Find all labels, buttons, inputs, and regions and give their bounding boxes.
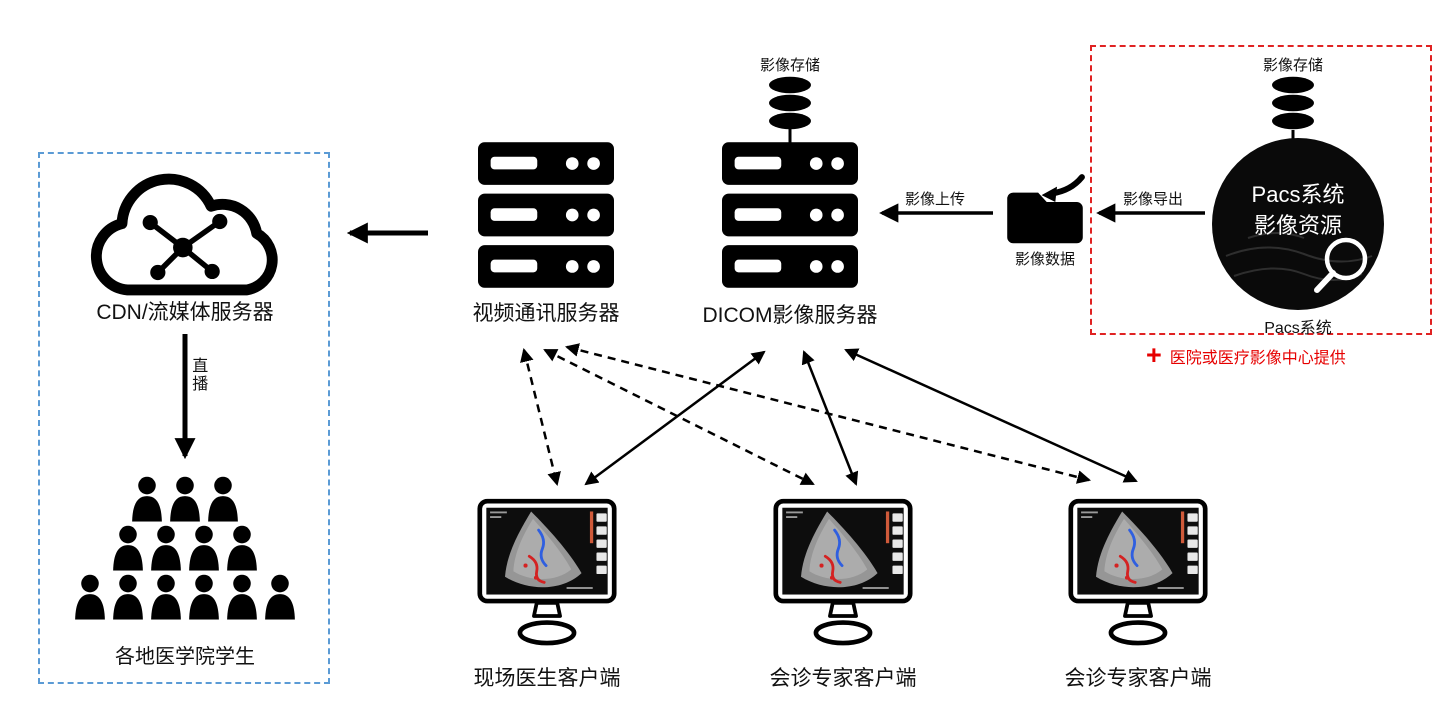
person-icon [130,476,164,522]
person-icon [73,574,107,620]
cdn-server-label: CDN/流媒体服务器 [96,301,274,324]
person-icon [187,574,221,620]
pacs-storage-icon [1270,76,1316,130]
hospital-note-text: 医院或医疗影像中心提供 [1169,350,1346,367]
arrow-dicom-client1 [584,350,766,486]
pacs-circle-line2: 影像资源 [1253,212,1342,238]
students-label: 各地医学院学生 [115,646,255,668]
arrow-dicom-client3 [844,348,1138,483]
image-data-folder-icon [1002,172,1088,251]
students-icon [58,476,312,623]
upload-label: 影像上传 [904,191,965,208]
client3-label: 会诊专家客户端 [1064,667,1212,690]
person-icon [263,574,297,620]
live-broadcast-label: 直播 [191,358,210,394]
hospital-boundary-box [1090,45,1432,335]
folder-label: 影像数据 [1014,251,1075,268]
person-icon [225,525,259,571]
students-row-1 [58,476,312,522]
client-monitor-icon [1068,498,1208,650]
image-storage-icon [767,76,813,130]
person-icon [206,476,240,522]
dicom-server-label: DICOM影像服务器 [702,304,878,327]
client-monitor-icon [773,498,913,650]
arrow-dicom-client2 [801,350,859,486]
dicom-server-icon [722,142,858,288]
students-row-2 [58,525,312,571]
client-monitor-icon [477,498,617,650]
client1-label: 现场医生客户端 [473,667,621,690]
person-icon [168,476,202,522]
client2-label: 会诊专家客户端 [769,667,917,690]
person-icon [225,574,259,620]
red-cross-icon: + [1146,340,1162,371]
pacs-storage-label: 影像存储 [1262,57,1323,74]
arrow-video-client1 [520,347,561,487]
person-icon [187,525,221,571]
dicom-storage-label: 影像存储 [759,57,820,74]
cdn-cloud-icon [70,153,300,316]
magnifier-icon [1314,237,1368,293]
pacs-circle-text: Pacs系统 影像资源 [1212,180,1384,242]
person-icon [149,574,183,620]
export-label: 影像导出 [1122,191,1183,208]
video-server-label: 视频通讯服务器 [472,302,620,325]
pacs-caption: Pacs系统 [1264,320,1332,337]
hospital-note: + 医院或医疗影像中心提供 [1146,340,1346,371]
students-boundary-box [38,152,330,684]
video-server-icon [478,142,614,288]
arrow-video-client2 [543,348,815,486]
pacs-circle-line1: Pacs系统 [1251,182,1345,207]
pacs-system-circle: Pacs系统 影像资源 [1212,138,1384,310]
person-icon [111,574,145,620]
person-icon [149,525,183,571]
person-icon [111,525,145,571]
students-row-3 [58,574,312,620]
